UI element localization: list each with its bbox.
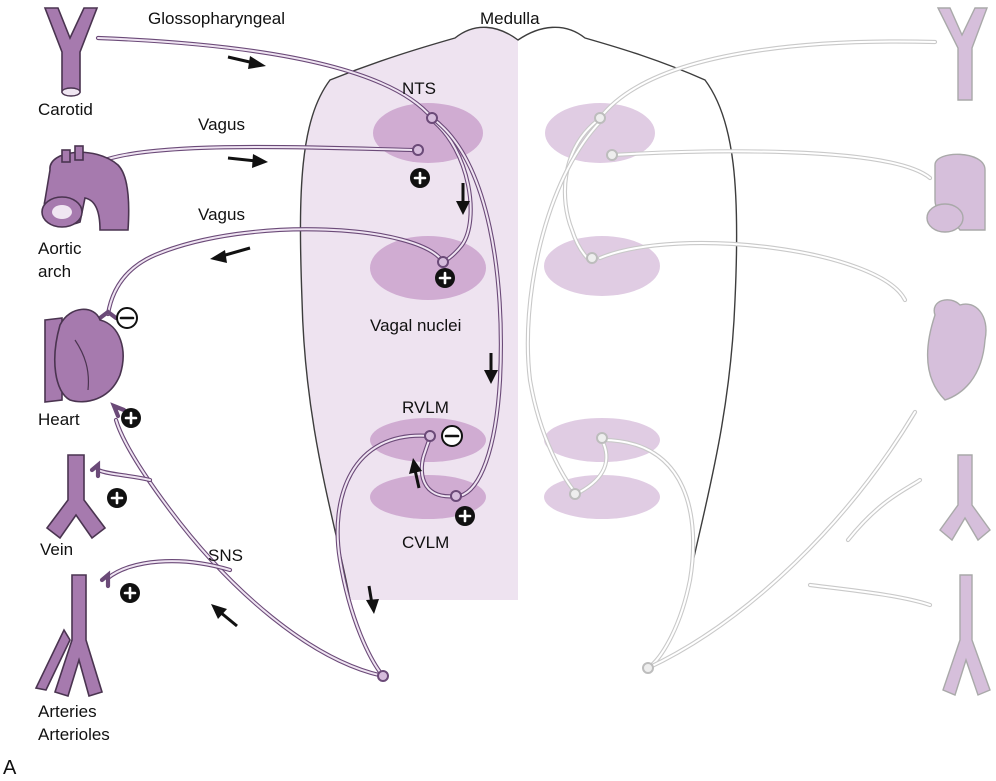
arrow-vagus-mid [210,248,250,263]
right-aortic-arch-icon [927,154,985,232]
minus-sign-rvlm [442,426,462,446]
arrow-vagus-top [228,154,268,168]
right-carotid-icon [938,8,987,100]
right-arteries-icon [943,575,990,695]
label-aortic: Aortic [38,239,82,258]
plus-sign-heart [121,408,141,428]
heart-icon [45,309,123,402]
plus-sign-vein [107,488,127,508]
label-arterioles: Arterioles [38,725,110,744]
vagal-nucleus-left [370,236,486,300]
label-vein: Vein [40,540,73,559]
minus-sign-heart [117,308,137,328]
label-heart: Heart [38,410,80,429]
arrow-sns-up [211,604,237,626]
medulla-outline [300,27,736,600]
carotid-icon [45,8,97,96]
right-vein-icon [940,455,990,540]
label-cvlm: CVLM [402,533,449,552]
plus-sign-cvlm [455,506,475,526]
plus-sign-nts [410,168,430,188]
label-rvlm: RVLM [402,398,449,417]
label-vagal-nuclei: Vagal nuclei [370,316,461,335]
right-heart-icon [928,300,986,400]
label-carotid: Carotid [38,100,93,119]
plus-sign-arteries [120,583,140,603]
label-arch: arch [38,262,71,281]
arteries-icon [36,575,102,696]
label-panel: A [3,757,17,779]
label-medulla: Medulla [480,9,540,28]
label-sns: SNS [208,546,243,565]
label-vagus-top: Vagus [198,115,245,134]
label-arteries: Arteries [38,702,97,721]
label-glossopharyngeal: Glossopharyngeal [148,9,285,28]
cvlm-nucleus-right [544,475,660,519]
label-nts: NTS [402,79,436,98]
plus-sign-vagal [435,268,455,288]
arrow-glossopharyngeal [228,56,266,69]
label-vagus-mid: Vagus [198,205,245,224]
